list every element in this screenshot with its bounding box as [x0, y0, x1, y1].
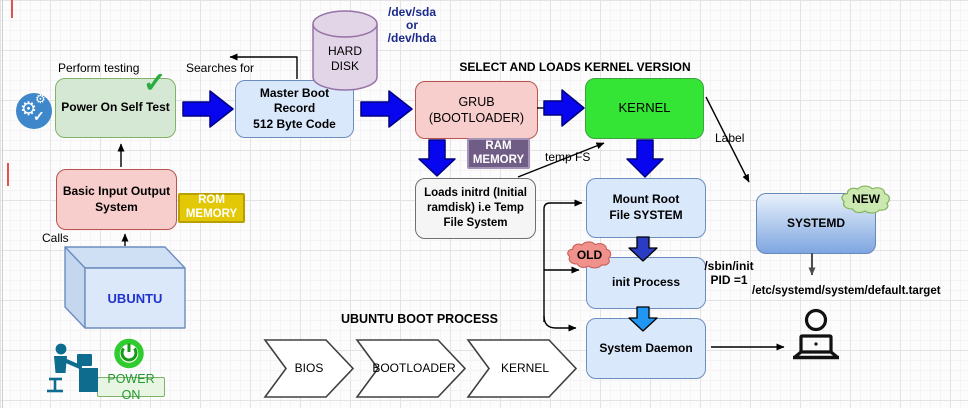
new-cloud-label: NEW — [852, 192, 880, 206]
label-default-target: /etc/systemd/system/default.target — [752, 285, 941, 297]
ubuntu-3d-box — [64, 246, 186, 329]
guide-mark-top — [11, 0, 13, 18]
label-searches-for: Searches for — [186, 61, 255, 75]
gear-badge-circle — [16, 93, 52, 129]
user-laptop-icon — [793, 308, 839, 360]
edge-branch-daemon — [543, 315, 577, 332]
node-bios: Basic Input Output System — [56, 169, 177, 230]
node-power-on-self-test: Power On Self Test — [55, 78, 176, 138]
edge-tempfs — [517, 142, 605, 178]
edge-branch-mount — [543, 199, 583, 322]
gear-large-icon: ⚙ — [20, 99, 38, 120]
old-cloud-label: OLD — [576, 247, 603, 262]
edge-searches-for — [229, 53, 298, 79]
node-ram-memory: RAM MEMORY — [467, 138, 530, 169]
label-sbin-init: /sbin/init PID =1 — [704, 259, 754, 288]
new-cloud — [841, 185, 890, 214]
hard-disk-label: HARD DISK — [327, 44, 362, 73]
power-icon — [114, 338, 144, 369]
check-icon: ✓ — [143, 67, 167, 98]
chevron-bootloader — [355, 339, 467, 398]
node-system-daemon: System Daemon — [586, 318, 706, 379]
section-header: SELECT AND LOADS KERNEL VERSION — [459, 60, 691, 74]
arrow-mbr-to-grub — [360, 90, 413, 128]
connectors — [117, 53, 785, 351]
arrow-grub-down — [418, 139, 456, 177]
label-calls: Calls — [42, 231, 69, 245]
hard-disk-cylinder — [312, 10, 378, 91]
gears-icon: ⚙ ⚙ ✓ — [16, 92, 52, 130]
chevron-bios-label: BIOS — [294, 361, 324, 375]
arrow-mount-to-init — [628, 236, 658, 262]
guide-mark-mid — [7, 163, 9, 186]
chevron-bootloader-label: BOOTLOADER — [372, 361, 456, 375]
flow-arrows — [182, 89, 664, 178]
diagram-title: UBUNTU BOOT PROCESS — [341, 312, 498, 326]
chevron-bios — [263, 339, 355, 398]
label-temp-fs: temp FS — [545, 150, 591, 164]
chevron-kernel-label: KERNEL — [500, 361, 550, 375]
node-mount-root: Mount Root File SYSTEM — [586, 178, 706, 238]
label-perform-testing: Perform testing — [58, 61, 140, 75]
arrow-kernel-down — [626, 139, 664, 178]
arrow-post-to-mbr — [182, 90, 234, 128]
old-cloud — [567, 241, 612, 269]
gear-small-icon: ⚙ — [35, 92, 46, 106]
label-label: Label — [715, 131, 745, 145]
ubuntu-label: UBUNTU — [107, 290, 163, 306]
node-loads-initrd: Loads initrd (Initial ramdisk) i.e Temp … — [415, 178, 536, 239]
arrow-init-to-daemon — [628, 306, 658, 332]
node-kernel: KERNEL — [585, 78, 704, 139]
chevron-kernel — [466, 339, 578, 398]
person-at-desk-icon — [47, 343, 98, 393]
chevron-shapes — [263, 339, 578, 398]
node-master-boot-record: Master Boot Record 512 Byte Code — [235, 80, 354, 138]
node-rom-memory: ROM MEMORY — [178, 193, 245, 223]
edge-label — [705, 96, 750, 183]
page-border-line — [2, 0, 3, 408]
arrow-grub-to-kernel — [543, 89, 585, 127]
label-dev-path: /dev/sda or /dev/hda — [387, 5, 437, 46]
gear-check-icon: ✓ — [33, 108, 45, 124]
